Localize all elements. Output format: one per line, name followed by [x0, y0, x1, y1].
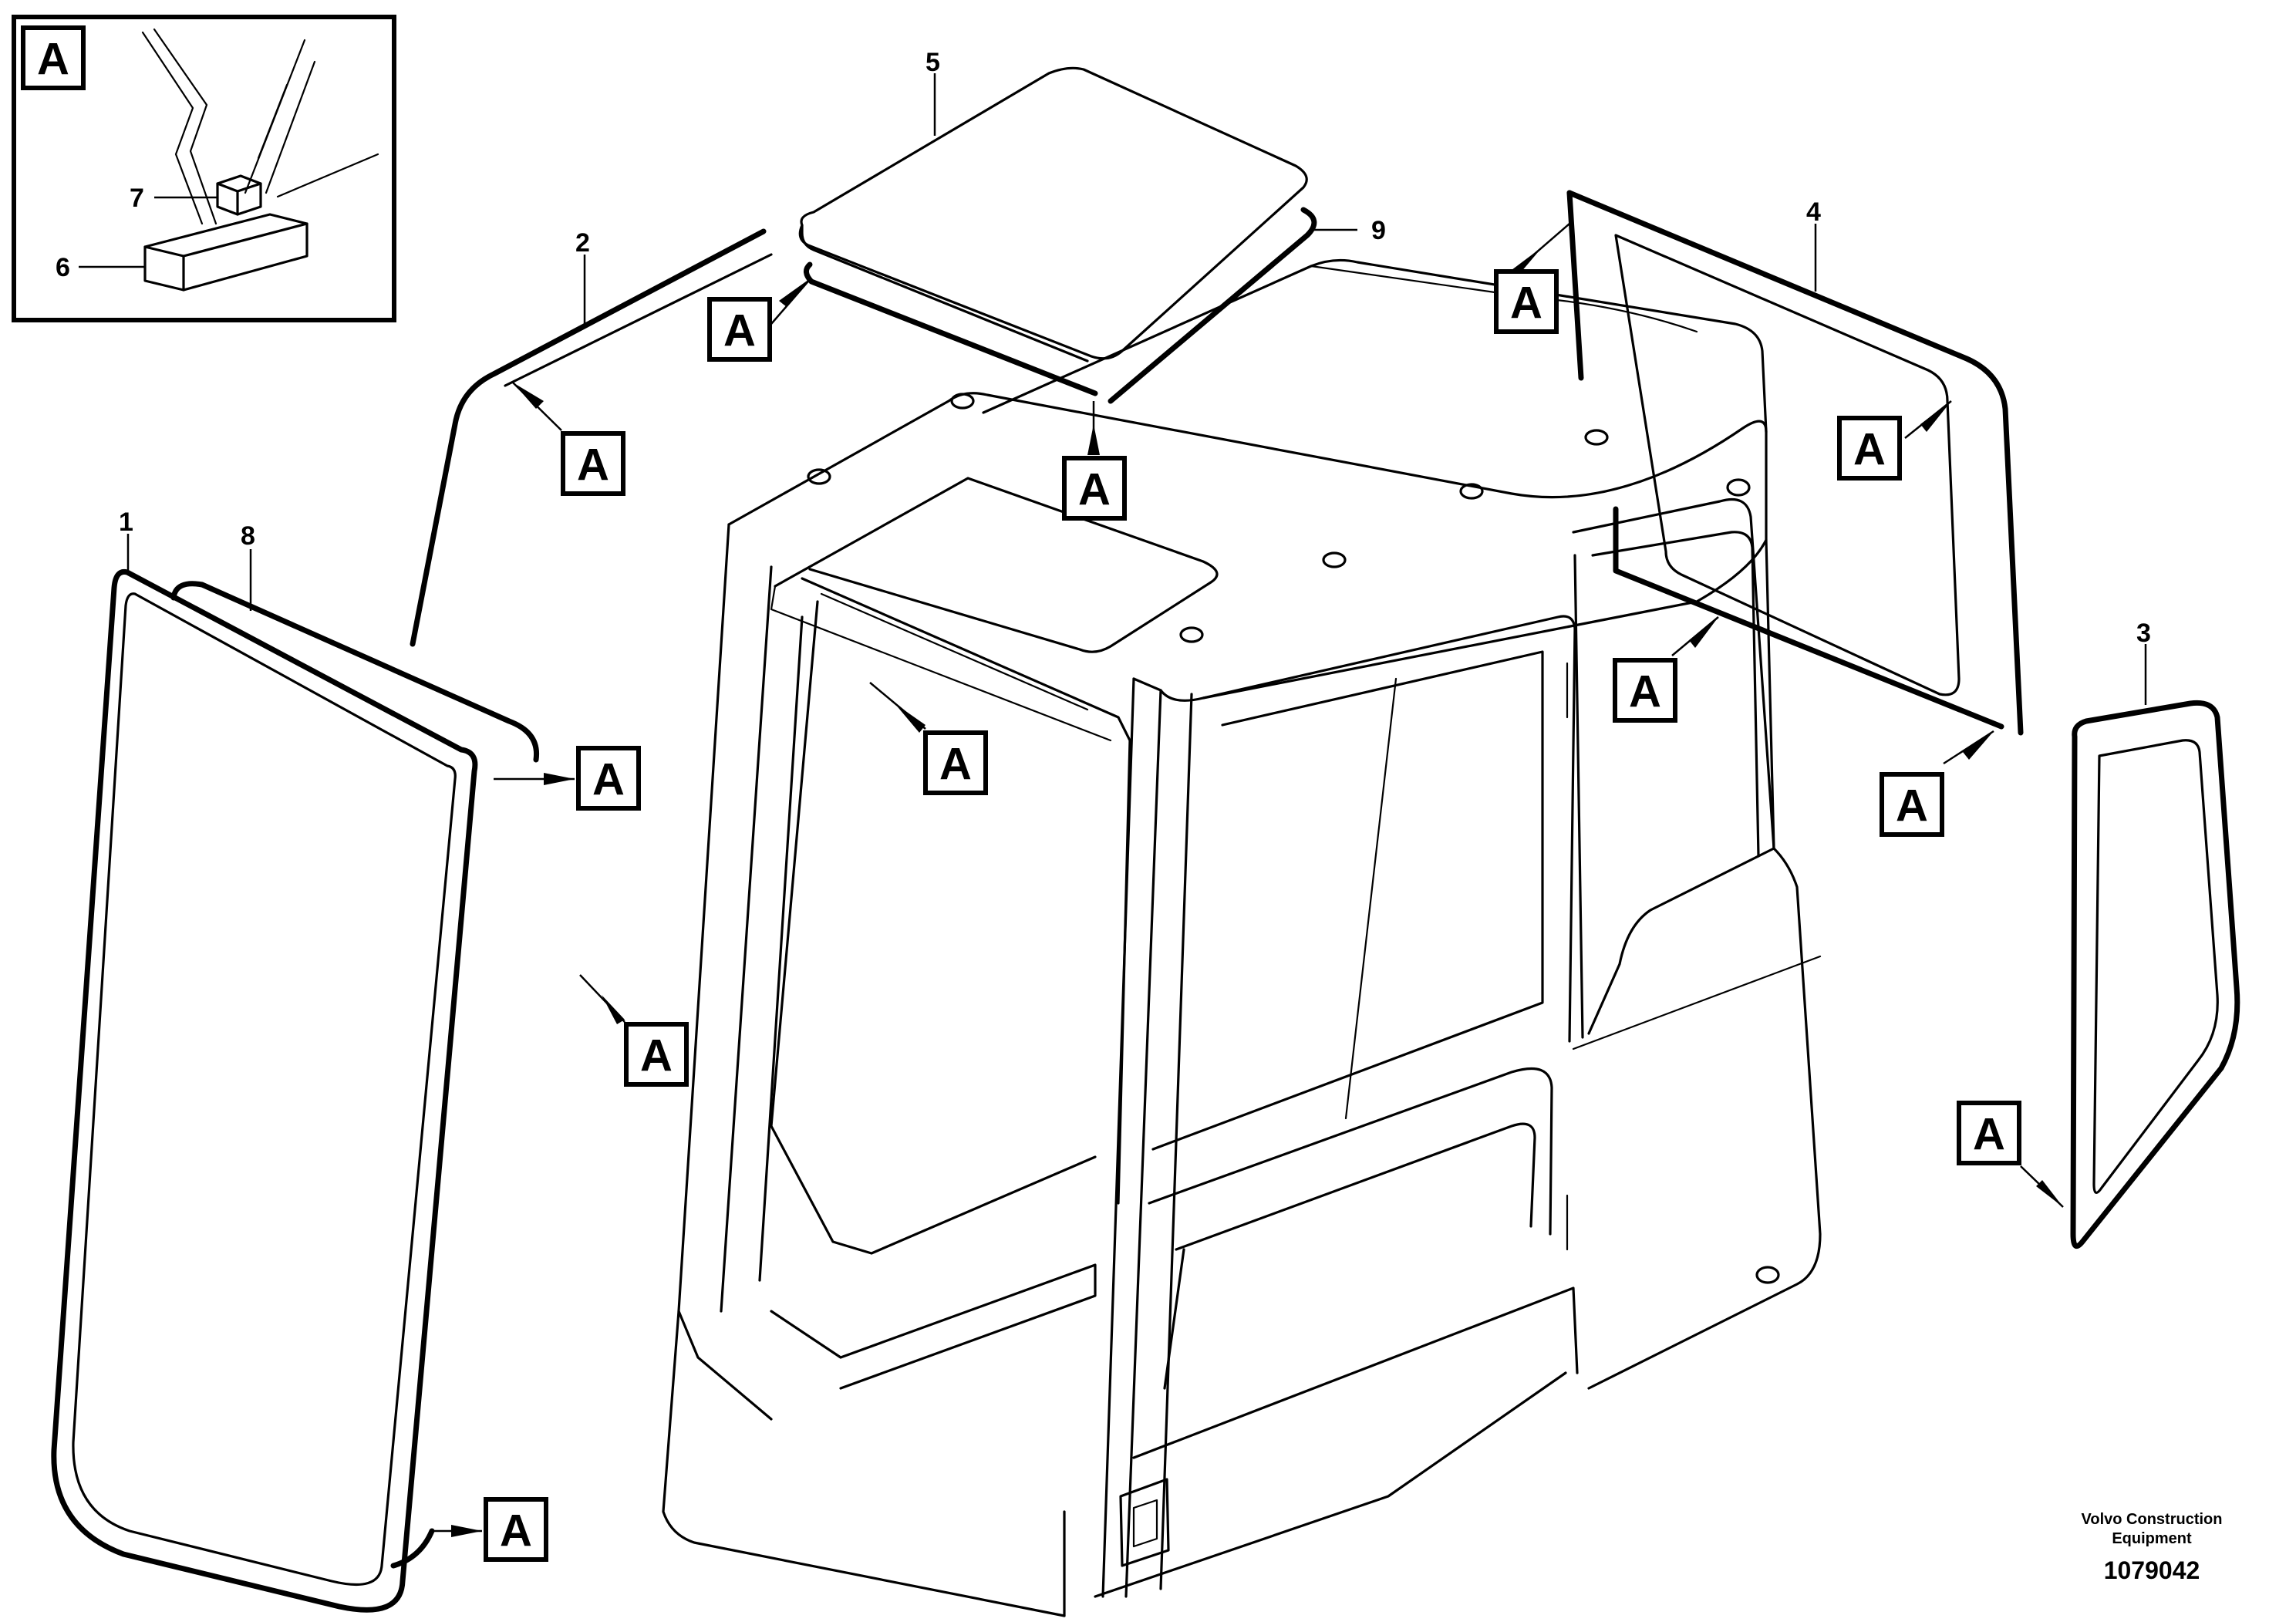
- a-label-rear-bottom: A: [1880, 730, 1994, 837]
- company-name-line2: Equipment: [2112, 1530, 2192, 1547]
- rear-glass-4: 4: [1566, 190, 2024, 736]
- drawing-number: 1079042: [2104, 1556, 2200, 1584]
- seal-2: 2: [410, 228, 773, 647]
- callout-6: 6: [56, 253, 70, 282]
- svg-text:A: A: [37, 35, 69, 85]
- callout-1: 1: [119, 508, 133, 537]
- roof-glass-5: 5 9: [798, 48, 1386, 404]
- a-label-front-glass-bottom: A: [390, 1497, 548, 1569]
- callout-8: 8: [241, 521, 255, 551]
- svg-text:A: A: [1973, 1110, 2005, 1160]
- svg-text:A: A: [1629, 667, 1661, 717]
- svg-text:A: A: [577, 440, 609, 491]
- svg-text:A: A: [640, 1031, 673, 1081]
- a-label-side-glass-3: A: [1957, 1101, 2064, 1208]
- a-label-rear-right: A: [1837, 400, 1952, 481]
- svg-text:A: A: [592, 755, 625, 805]
- roof-bolts: [807, 393, 1780, 1284]
- a-label-rear-inner: A: [1613, 616, 1719, 723]
- a-label-roof-center: A: [1062, 401, 1127, 521]
- callout-2: 2: [575, 228, 590, 258]
- svg-text:A: A: [723, 306, 756, 356]
- callout-7: 7: [130, 184, 144, 213]
- detail-label-a-inset: A: [21, 25, 86, 90]
- callout-4: 4: [1806, 197, 1821, 227]
- detail-inset: 7 6 A: [12, 15, 396, 322]
- glass-1-front-windshield: 1: [51, 508, 478, 1613]
- a-label-rear-top: A: [1494, 223, 1570, 334]
- callout-3: 3: [2136, 619, 2151, 648]
- callout-9: 9: [1371, 216, 1386, 245]
- side-glass-3: 3: [2070, 619, 2240, 1249]
- seal-8: 8: [170, 521, 540, 763]
- svg-text:A: A: [1510, 278, 1542, 329]
- svg-text:A: A: [500, 1506, 532, 1556]
- svg-text:A: A: [939, 740, 972, 790]
- callout-5: 5: [925, 48, 940, 77]
- a-label-roof-left: A: [707, 277, 812, 362]
- company-name-line1: Volvo Construction: [2082, 1511, 2223, 1528]
- cab-body: [662, 258, 1822, 1617]
- a-label-lower-seal: A: [579, 974, 689, 1087]
- svg-text:A: A: [1896, 781, 1928, 831]
- footer: Volvo Construction Equipment 1079042: [2082, 1511, 2223, 1584]
- a-label-front-glass-right: A: [494, 746, 641, 811]
- a-label-front-frame: A: [869, 682, 988, 795]
- svg-text:A: A: [1078, 465, 1111, 515]
- a-label-left-seal: A: [512, 382, 625, 496]
- svg-text:A: A: [1853, 425, 1886, 475]
